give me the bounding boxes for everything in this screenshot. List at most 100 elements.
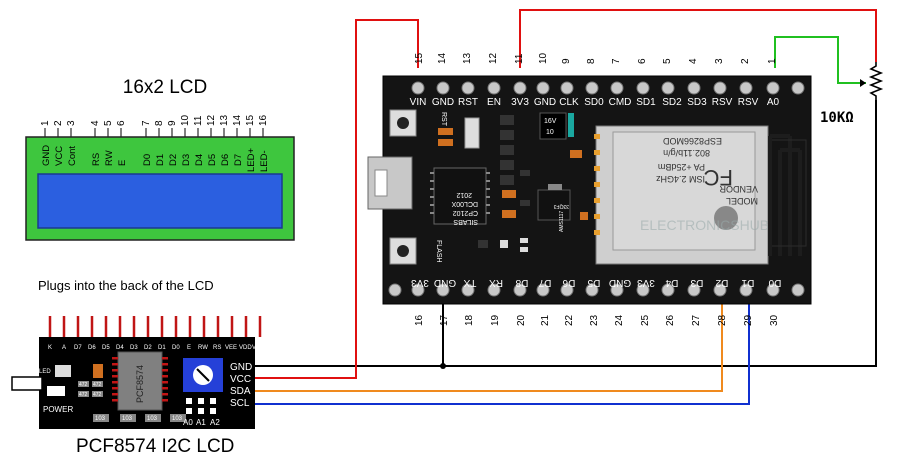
lcd-screen <box>37 173 283 229</box>
module-mark <box>714 206 738 230</box>
plug-note: Plugs into the back of the LCD <box>38 278 214 293</box>
watermark: ELECTRONICSHUB <box>640 217 769 233</box>
wire-gnd <box>255 100 877 367</box>
pin-number: 20 <box>516 314 527 326</box>
chip-label: PCF8574 <box>135 365 145 403</box>
lcd-pin-number: 1 <box>40 120 51 126</box>
regulator-code: 33QF3 <box>553 203 569 209</box>
micro-usb-opening <box>374 169 388 197</box>
i2c-pin-scl: SCL <box>230 398 250 409</box>
regulator-tab <box>548 184 562 190</box>
pin-label: CLK <box>559 97 579 108</box>
pin-label: RSV <box>738 97 759 108</box>
rst-button-cap[interactable] <box>397 117 409 129</box>
antenna-outline <box>772 139 807 247</box>
pin-label: SD0 <box>584 97 604 108</box>
pin-number: 5 <box>662 58 673 64</box>
pin-number: 4 <box>688 58 699 64</box>
module-text: PA +25dBm <box>658 162 705 172</box>
bottom-header-pins <box>388 283 805 297</box>
pin-label: CMD <box>609 97 632 108</box>
pin-label: GND <box>432 97 454 108</box>
smd-103 <box>93 414 186 422</box>
i2c-header-label: D0 <box>172 345 180 351</box>
i2c-header-pins <box>48 316 262 337</box>
smd-103-labels: 103 103 103 103 <box>95 416 183 422</box>
lcd-16x2: 16x2 LCD 1 2 3 4 5 6 7 8 9 10 11 12 13 1… <box>25 77 295 241</box>
pot-resistor-symbol <box>868 62 884 100</box>
lcd-pin-label: D6 <box>220 154 231 166</box>
pin-label: D8 <box>515 277 528 288</box>
pin-number: 1 <box>767 58 778 64</box>
pin-label: SD2 <box>662 97 682 108</box>
flash-button-cap[interactable] <box>397 245 409 257</box>
capacitor-value: 10 <box>546 129 554 136</box>
pin-number: 10 <box>538 52 549 64</box>
pin-number: 13 <box>462 52 473 64</box>
pin-label: EN <box>487 97 501 108</box>
cp2102-pins <box>430 172 490 214</box>
pin-number: 8 <box>586 58 597 64</box>
rst-label: RST <box>440 112 447 127</box>
pin-label: VIN <box>410 97 427 108</box>
module-text: ESP8266MOD <box>662 136 722 146</box>
i2c-pin-gnd: GND <box>230 362 252 373</box>
lcd-pin-label: Cont <box>67 146 78 166</box>
resistor-label: 472 <box>93 392 102 398</box>
pin-number: 6 <box>637 58 648 64</box>
pin-label: SD3 <box>687 97 707 108</box>
lcd-pin-label: D7 <box>233 154 244 166</box>
smd-components <box>438 115 588 252</box>
led-jumper <box>55 365 71 377</box>
pin-label: 3V3 <box>637 277 655 288</box>
pin-number: 16 <box>414 314 425 326</box>
chip-text: SILABS <box>453 218 478 225</box>
i2c-header-label: RW <box>198 345 208 351</box>
resistor-label: 472 <box>93 382 102 388</box>
pot-label: 10KΩ <box>820 110 854 126</box>
pin-label: D2 <box>715 277 728 288</box>
i2c-header-label: D6 <box>88 345 96 351</box>
flash-label: FLASH <box>435 240 442 263</box>
pin-number: 2 <box>740 58 751 64</box>
pin-number: 26 <box>665 314 676 326</box>
i2c-header-label: K <box>48 345 52 351</box>
i2c-header-label: VSS <box>252 345 264 351</box>
pin-number: 27 <box>691 314 702 326</box>
pin-label: SD1 <box>636 97 656 108</box>
resistor-label: 103 <box>95 416 106 422</box>
address-label: A1 <box>196 418 206 427</box>
lcd-pin-number: 4 <box>90 120 101 126</box>
i2c-header-label: D5 <box>102 345 110 351</box>
module-text: VENDOR <box>719 184 758 194</box>
i2c-header-label: D3 <box>130 345 138 351</box>
potentiometer-10k: 10KΩ <box>820 62 884 126</box>
lcd-pin-number: 8 <box>154 120 165 126</box>
i2c-header-label: A <box>62 345 66 351</box>
pin-label: 3V3 <box>411 277 429 288</box>
lcd-pin-number: 14 <box>232 114 243 126</box>
pin-number: 14 <box>437 52 448 64</box>
capacitor <box>539 112 567 140</box>
i2c-header-label: E <box>187 345 191 351</box>
chip-text: 2012 <box>456 191 472 198</box>
pin-label: D7 <box>538 277 551 288</box>
i2c-adapter: Plugs into the back of the LCD K A D7 D6… <box>11 278 264 457</box>
module-text: MODEL <box>726 196 758 206</box>
i2c-header-labels: K A D7 D6 D5 D4 D3 D2 D1 D0 E RW RS VEE … <box>48 345 264 351</box>
contrast-pot-slot <box>196 368 210 382</box>
i2c-header-label: D7 <box>74 345 82 351</box>
power-led <box>47 386 65 396</box>
led-label: LED <box>39 369 51 375</box>
module-text: 802.11b/g/n <box>663 148 710 158</box>
address-labels: A0 A1 A2 <box>183 418 220 427</box>
pin-number: 15 <box>414 52 425 64</box>
lcd-pin-label: D4 <box>194 154 205 166</box>
fcc-logo: FC <box>704 165 733 190</box>
resistor-labels: 472 472 472 472 <box>79 382 102 398</box>
wire-a0 <box>774 36 866 84</box>
pin-label: TX <box>463 277 476 288</box>
pin-number: 28 <box>717 314 728 326</box>
pin-number: 21 <box>540 314 551 326</box>
